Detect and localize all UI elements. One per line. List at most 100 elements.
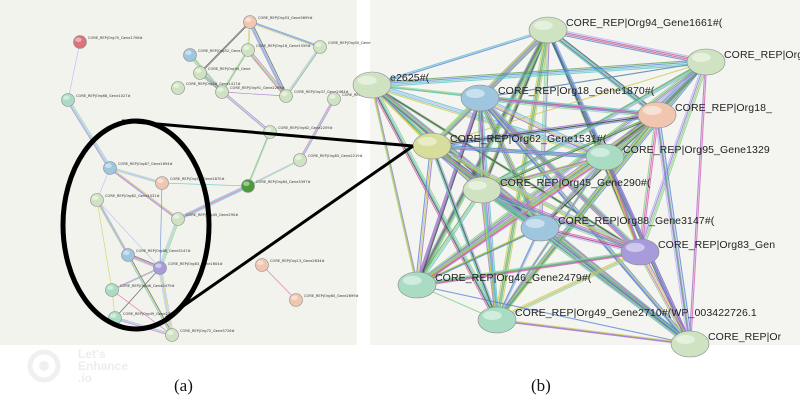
panel-a-edge bbox=[68, 99, 112, 168]
panel-a-node: CORE_REP|Org72_Gene3726# bbox=[165, 328, 235, 342]
panel-a-edge bbox=[68, 99, 111, 168]
panel-a-edge bbox=[111, 289, 173, 336]
panel-a-edge bbox=[298, 98, 334, 160]
panel-b-node: CORE_REP|Org46_Gene2479#( bbox=[397, 271, 592, 299]
panel-b-edge bbox=[480, 190, 690, 346]
panel-b-edge bbox=[417, 157, 607, 287]
panel-a-edge bbox=[284, 46, 320, 96]
panel-a-node-shape bbox=[289, 293, 303, 307]
panel-b-node-label: e2625#( bbox=[390, 72, 430, 84]
panel-b-edge bbox=[496, 319, 691, 345]
panel-a-node: CORE_REP|Org87_Gene1694# bbox=[103, 161, 173, 175]
panel-b-node: CORE_REP|Org18_Gene1870#( bbox=[460, 84, 655, 112]
panel-a-node-label: CORE_REP|Org70_Gene1706# bbox=[88, 36, 143, 40]
watermark-line3: .io bbox=[78, 371, 92, 385]
panel-b-edge bbox=[481, 156, 606, 191]
panel-a-node-shape bbox=[73, 35, 87, 49]
panel-a-edge bbox=[246, 50, 286, 98]
panel-b-edge bbox=[497, 318, 691, 344]
panel-a-node: CORE_REP|Org70_Gene1706# bbox=[73, 35, 143, 49]
panel-b-edge bbox=[431, 145, 641, 253]
panel-a-edge bbox=[158, 268, 171, 336]
panel-b-node: CORE_REP|Org94_Gene1661#( bbox=[528, 16, 723, 44]
panel-a-node: CORE_REP|Org91_Gene2269# bbox=[215, 85, 285, 99]
panel-a-edge bbox=[221, 91, 287, 97]
panel-b-edge bbox=[479, 98, 605, 159]
zoom-ellipse bbox=[60, 118, 212, 332]
panel-b-edge bbox=[369, 85, 496, 322]
panel-a-edge bbox=[109, 167, 163, 184]
panel-b-edge bbox=[372, 62, 707, 87]
panel-a-edge bbox=[95, 200, 128, 256]
panel-b-edge bbox=[431, 146, 605, 160]
panel-a-edge bbox=[97, 199, 130, 255]
panel-a-edge bbox=[248, 132, 271, 187]
panel-b-label: (b) bbox=[531, 376, 551, 395]
panel-b-edge bbox=[431, 146, 605, 159]
panel-a-edge bbox=[160, 219, 179, 269]
panel-a-edge bbox=[177, 184, 248, 218]
panel-b-edge bbox=[371, 86, 605, 160]
panel-a-edge bbox=[221, 49, 248, 92]
panel-b-edge bbox=[416, 250, 640, 285]
panel-a-edge bbox=[247, 159, 300, 186]
panel-b-edge bbox=[432, 145, 499, 320]
panel-a-edge bbox=[111, 267, 160, 290]
panel-a-node-shape bbox=[327, 92, 341, 106]
panel-b-edge bbox=[482, 157, 606, 192]
panel-b-edge bbox=[480, 96, 692, 344]
panel-a-node: CORE_REP|Org18_Gene1870# bbox=[155, 176, 225, 190]
panel-b-edge bbox=[417, 190, 484, 287]
panel-a-edge bbox=[109, 168, 162, 185]
panel-a-edge bbox=[158, 218, 177, 268]
panel-a-node-label: CORE_REP|Org49_Gene2710# bbox=[123, 312, 178, 316]
panel-b-edge bbox=[372, 84, 419, 285]
panel-b-edge bbox=[657, 114, 692, 344]
panel-a-node: CORE_REP|Org62_Gene1531# bbox=[90, 193, 160, 207]
panel-b-edge bbox=[372, 63, 707, 88]
panel-b-edge bbox=[655, 115, 690, 345]
panel-a-node-shape bbox=[293, 153, 307, 167]
panel-b-edge bbox=[480, 97, 641, 252]
panel-a-edge bbox=[299, 98, 335, 161]
panel-b-edge bbox=[496, 320, 690, 346]
panel-a-node-shape bbox=[255, 258, 269, 272]
panel-b-edge bbox=[480, 97, 500, 320]
panel-a-edge bbox=[248, 48, 288, 96]
panel-a-node: CORE_REP|Org94_Gene bbox=[193, 66, 251, 80]
panel-b-edge bbox=[481, 61, 707, 191]
panel-a-edge bbox=[96, 199, 161, 269]
panel-a-node-label: CORE_REP|Org87_Gene1694# bbox=[118, 162, 173, 166]
panel-b-node-shape bbox=[352, 71, 392, 99]
watermark: Let's Enhance .io bbox=[22, 346, 132, 386]
panel-a-edge bbox=[199, 73, 270, 134]
panel-b-edge bbox=[431, 145, 606, 158]
panel-a-node-shape bbox=[61, 93, 75, 107]
panel-a-node: CORE_REP|Org60_Gene2699# bbox=[289, 293, 359, 307]
panel-b-edge bbox=[417, 252, 641, 288]
panel-a-node-shape bbox=[153, 261, 167, 275]
panel-a-node: CORE_REP|Org83_Gene1604# bbox=[153, 261, 223, 275]
panel-a-edge bbox=[248, 49, 287, 96]
panel-b-edge bbox=[548, 28, 707, 62]
panel-b-edge bbox=[416, 145, 433, 286]
panel-a-node-shape bbox=[193, 66, 207, 80]
panel-b-edge bbox=[641, 62, 709, 253]
panel-b-edge bbox=[371, 60, 706, 85]
panel-a-edge bbox=[67, 41, 81, 101]
panel-a-edge bbox=[161, 219, 180, 269]
panel-a-edges bbox=[66, 20, 336, 337]
panel-a-edge bbox=[248, 160, 301, 187]
panel-b-edge bbox=[480, 97, 485, 190]
panel-a-node-shape bbox=[171, 81, 185, 95]
panel-a-node-label: CORE_REP|Org94_Gene bbox=[208, 67, 251, 71]
panel-b-node: CORE_REP|Org85_Gene bbox=[686, 48, 800, 76]
panel-b-edge bbox=[495, 114, 657, 320]
panel-a-edge bbox=[160, 267, 173, 335]
panel-a-edge bbox=[112, 268, 161, 291]
panel-a-edge bbox=[285, 46, 321, 97]
panel-a-node: CORE_REP|Org46_Gene2479# bbox=[105, 283, 175, 297]
panel-b-edge bbox=[497, 252, 641, 322]
